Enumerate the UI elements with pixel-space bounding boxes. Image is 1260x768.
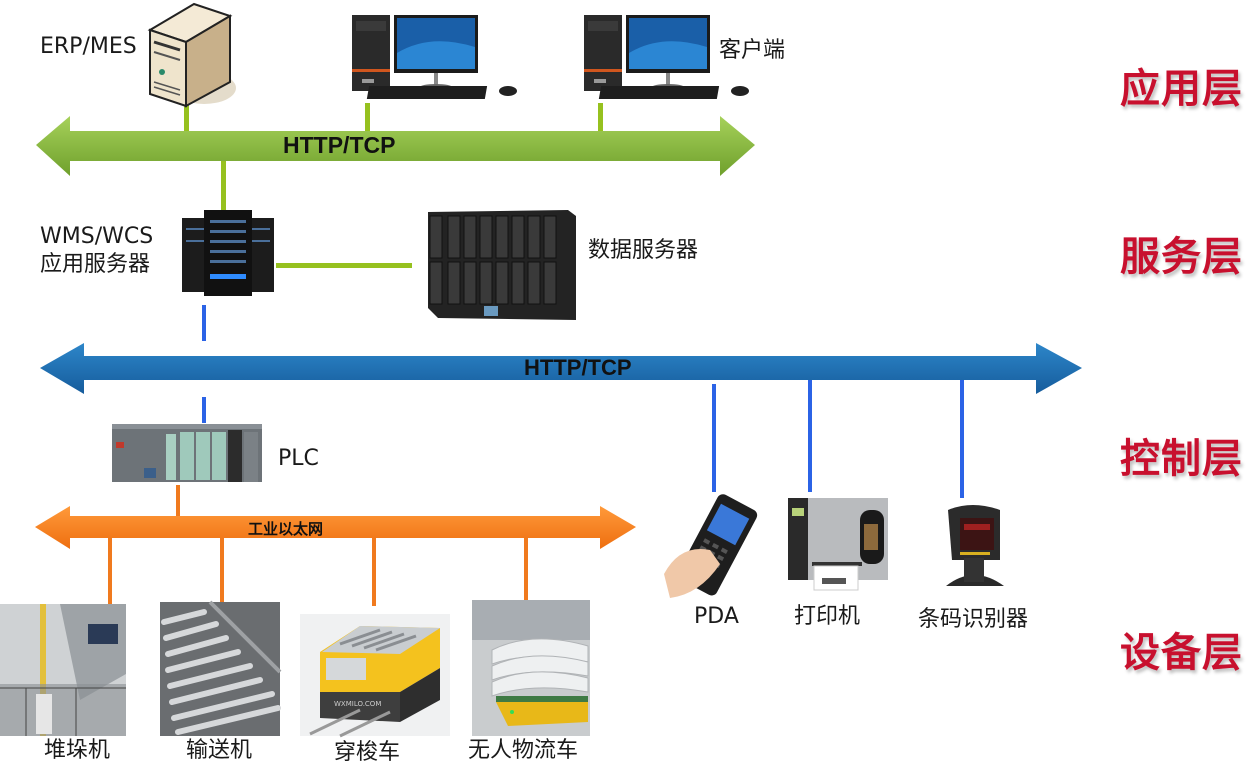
connector-plc-down xyxy=(176,485,180,520)
connector-shuttle xyxy=(372,538,376,606)
layer-title-device: 设备层 xyxy=(1120,630,1243,676)
bus-control-arrow xyxy=(35,506,636,549)
connector-stacker xyxy=(108,538,112,604)
bus-service-label: HTTP/TCP xyxy=(524,355,632,380)
layer-title-application: 应用层 xyxy=(1120,66,1243,112)
connector-erp xyxy=(184,103,189,131)
bus-application-arrow xyxy=(36,116,755,176)
bus-control-label: 工业以太网 xyxy=(248,521,324,538)
connector-client1 xyxy=(365,103,370,131)
plc-icon xyxy=(112,424,262,482)
handheld-pda-icon xyxy=(664,494,758,598)
label-printer-icon xyxy=(788,498,888,591)
rack-server-icon xyxy=(182,210,274,296)
shuttle-label: 穿梭车 xyxy=(334,740,401,765)
plc-label: PLC xyxy=(278,446,319,471)
pda-label: PDA xyxy=(694,604,739,629)
layer-title-service: 服务层 xyxy=(1120,234,1243,280)
connector-pda xyxy=(712,384,716,492)
connector-scanner xyxy=(960,380,964,498)
app-server-label-line1: WMS/WCS xyxy=(40,224,154,249)
client-label: 客户端 xyxy=(719,38,786,63)
shuttle-car-icon: WXMILO.COM xyxy=(300,614,450,738)
connector-conveyor xyxy=(220,538,224,604)
agv-icon xyxy=(472,600,590,736)
connector-agv xyxy=(524,538,528,602)
barcode-scanner-icon xyxy=(946,505,1004,586)
scanner-label: 条码识别器 xyxy=(918,607,1029,632)
connector-printer xyxy=(808,380,812,492)
connector-app-server-up xyxy=(221,161,226,211)
connector-app-server-down xyxy=(202,305,206,341)
connector-client2 xyxy=(598,103,603,131)
layer-title-control: 控制层 xyxy=(1120,436,1243,482)
shuttle-brand-text: WXMILO.COM xyxy=(334,700,381,708)
connector-plc-up xyxy=(202,397,206,423)
conveyor-label: 输送机 xyxy=(186,738,253,763)
desktop-computer-icon xyxy=(352,15,517,99)
erp-label: ERP/MES xyxy=(40,34,137,59)
bus-service-arrow xyxy=(40,343,1082,394)
agv-label: 无人物流车 xyxy=(468,738,579,763)
roller-conveyor-icon xyxy=(160,600,282,736)
connector-app-to-data-server xyxy=(276,263,412,268)
stacker-label: 堆垛机 xyxy=(44,738,111,763)
app-server-label-line2: 应用服务器 xyxy=(40,252,151,277)
printer-label: 打印机 xyxy=(794,604,861,629)
stacker-crane-icon xyxy=(0,604,126,736)
blade-server-icon xyxy=(428,210,576,320)
data-server-label: 数据服务器 xyxy=(588,238,699,263)
server-tower-icon xyxy=(147,2,236,108)
bus-application-label: HTTP/TCP xyxy=(283,132,396,158)
desktop-computer-icon xyxy=(584,15,749,99)
